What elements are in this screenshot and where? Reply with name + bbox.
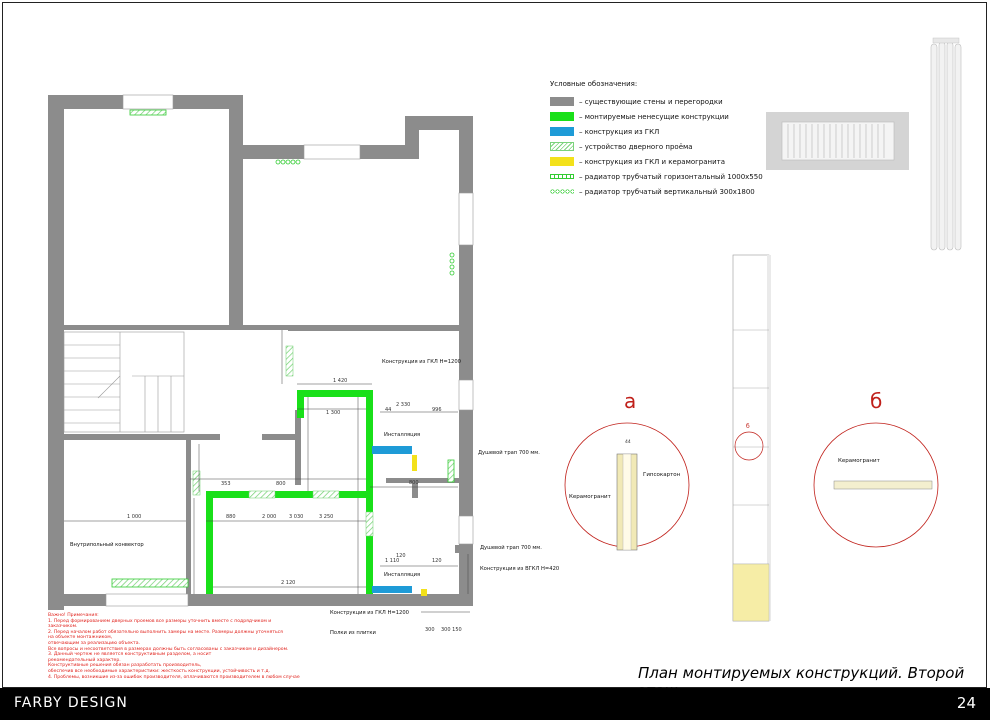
radiator-horizontal-icon xyxy=(550,174,574,179)
svg-text:3 250: 3 250 xyxy=(319,514,333,520)
svg-text:3 030: 3 030 xyxy=(289,514,303,520)
svg-text:Керамогранит: Керамогранит xyxy=(838,458,881,464)
svg-text:2 000: 2 000 xyxy=(262,514,276,520)
svg-text:Конструкция из ВГКЛ Н=420: Конструкция из ВГКЛ Н=420 xyxy=(480,566,559,572)
svg-text:353: 353 xyxy=(221,481,231,487)
dimension-values: 1 420 1 300 44 996 2 330 800 353 800 880… xyxy=(127,378,462,633)
door-swatch xyxy=(550,142,574,151)
gkl-swatch xyxy=(550,127,574,136)
wall-swatch xyxy=(550,97,574,106)
svg-text:Полки из плитки: Полки из плитки xyxy=(330,630,376,636)
gkl-constructions xyxy=(372,446,427,596)
svg-text:Душевой трап 700 мм.: Душевой трап 700 мм. xyxy=(480,544,542,551)
horizontal-radiator-photo xyxy=(766,112,909,170)
svg-text:120: 120 xyxy=(396,553,406,559)
notes-block: Важно! Примечания: 1. Перед формирование… xyxy=(48,613,300,680)
page-number: 24 xyxy=(956,694,976,712)
radiators xyxy=(111,109,455,588)
legend: Условные обозначения: – существующие сте… xyxy=(550,80,770,199)
svg-text:Конструкция из ГКЛ Н=1200: Конструкция из ГКЛ Н=1200 xyxy=(330,610,409,616)
existing-walls xyxy=(48,95,473,610)
footer-bar: FARBY DESIGN 24 xyxy=(0,688,990,720)
svg-text:1 300: 1 300 xyxy=(326,410,340,416)
svg-text:1 420: 1 420 xyxy=(333,378,347,384)
new-partitions xyxy=(206,390,373,594)
svg-text:996: 996 xyxy=(432,407,442,413)
detail-b: б Керамогранит xyxy=(813,389,939,548)
svg-text:1 000: 1 000 xyxy=(127,514,141,520)
svg-text:300 150: 300 150 xyxy=(441,627,462,633)
svg-text:Керамогранит: Керамогранит xyxy=(569,494,612,500)
svg-text:800: 800 xyxy=(276,481,286,487)
svg-text:44: 44 xyxy=(625,439,631,445)
svg-text:б: б xyxy=(746,423,750,430)
svg-text:Инсталляция: Инсталляция xyxy=(384,572,420,578)
svg-text:120: 120 xyxy=(432,558,442,564)
partition-swatch xyxy=(550,112,574,121)
svg-text:1 110: 1 110 xyxy=(385,558,399,564)
svg-text:Конструкция из ГКЛ Н=1200: Конструкция из ГКЛ Н=1200 xyxy=(382,359,461,365)
svg-text:Внутрипольный конвектор: Внутрипольный конвектор xyxy=(70,541,144,548)
legend-title: Условные обозначения: xyxy=(550,80,638,88)
svg-text:800: 800 xyxy=(409,480,419,486)
svg-text:а: а xyxy=(624,389,636,413)
svg-text:880: 880 xyxy=(226,514,236,520)
legend-item: – конструкция из ГКЛ и керамогранита xyxy=(550,154,770,169)
legend-item: – радиатор трубчатый вертикальный 300х18… xyxy=(550,184,770,199)
svg-text:б: б xyxy=(870,389,882,413)
legend-item: – монтируемые ненесущие конструкции xyxy=(550,109,770,124)
door-openings xyxy=(192,345,374,537)
svg-text:Душевой трап 700 мм.: Душевой трап 700 мм. xyxy=(478,449,540,456)
svg-text:Инсталляция: Инсталляция xyxy=(384,432,420,438)
svg-text:300: 300 xyxy=(425,627,435,633)
svg-text:44: 44 xyxy=(385,407,391,413)
sheet-frame xyxy=(2,2,987,688)
legend-item: – радиатор трубчатый горизонтальный 1000… xyxy=(550,169,770,184)
vertical-radiator-photo xyxy=(921,36,969,258)
wall-section: б xyxy=(732,254,771,622)
svg-text:2 120: 2 120 xyxy=(281,580,295,586)
brand-name: FARBY DESIGN xyxy=(14,695,128,711)
gkl-ceramic-swatch xyxy=(550,157,574,166)
plan-labels: Конструкция из ГКЛ Н=1200 Инсталляция Ду… xyxy=(70,359,559,636)
window-openings xyxy=(105,94,474,607)
svg-text:Гипсокартон: Гипсокартон xyxy=(643,472,681,478)
floor-plan: 1 420 1 300 44 996 2 330 800 353 800 880… xyxy=(48,94,939,636)
svg-text:2 330: 2 330 xyxy=(396,402,410,408)
legend-item: – конструкция из ГКЛ xyxy=(550,124,770,139)
legend-item: – существующие стены и перегородки xyxy=(550,94,770,109)
dimension-lines xyxy=(64,330,470,613)
legend-item: – устройство дверного проёма xyxy=(550,139,770,154)
staircase xyxy=(63,331,185,433)
detail-a: а Гипсокартон Керамогранит 44 xyxy=(564,389,690,551)
radiator-vertical-icon xyxy=(550,189,574,194)
